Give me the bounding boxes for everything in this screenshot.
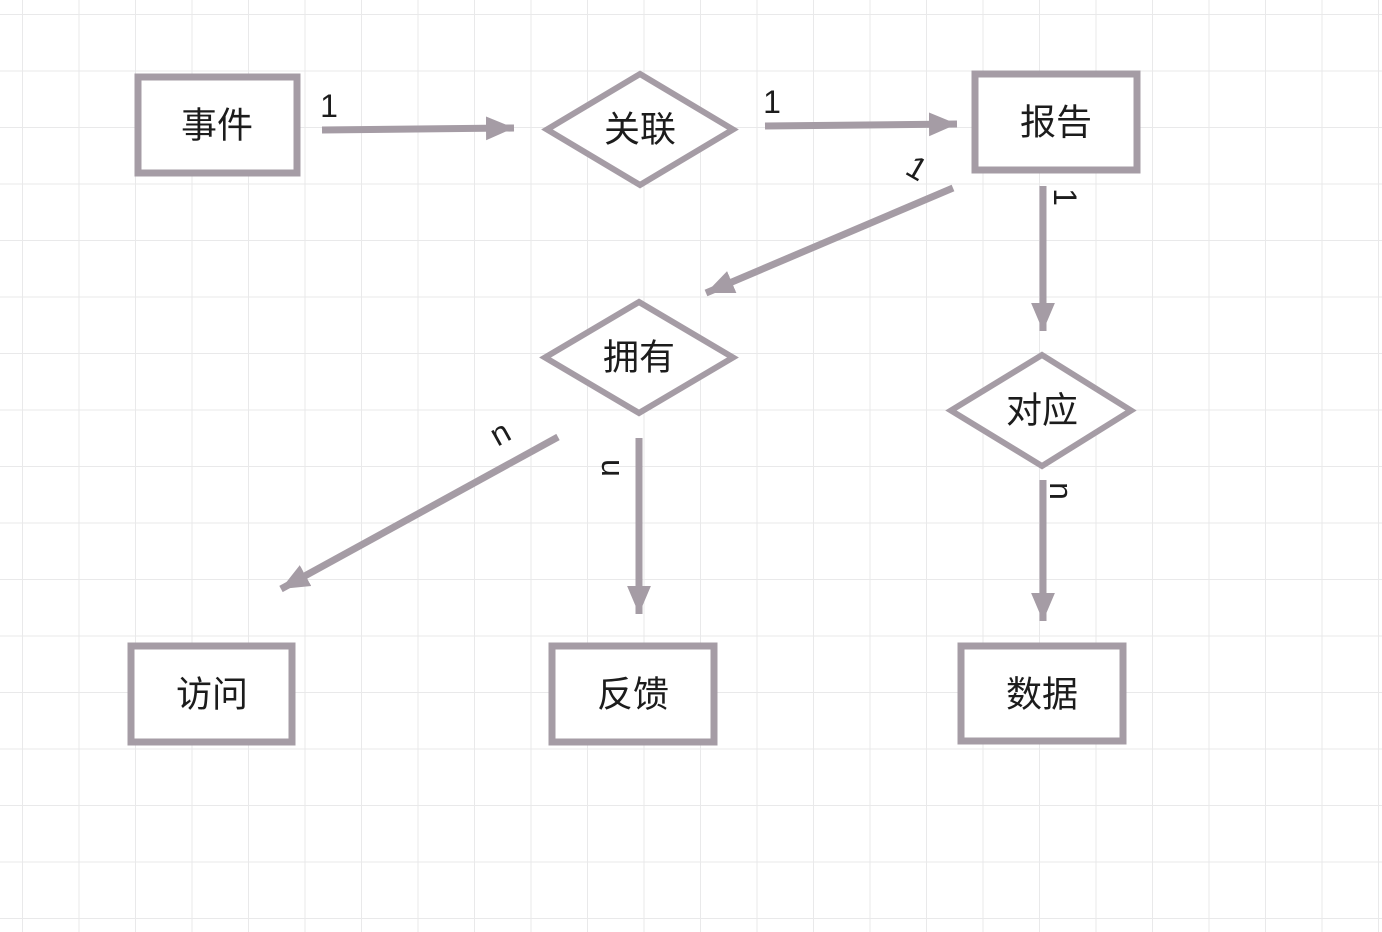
entity-data[interactable]	[957, 642, 1127, 745]
edge-event-associate[interactable]	[321, 116, 515, 141]
edge-associate-report[interactable]	[764, 112, 958, 137]
relationship-own-label: 拥有	[603, 337, 675, 378]
entity-access-label: 访问	[176, 674, 248, 715]
relationship-correspond-label: 对应	[1006, 390, 1078, 431]
cardinality-label: 1	[320, 88, 338, 124]
relationship-associate[interactable]	[541, 70, 739, 189]
relationship-own[interactable]	[539, 298, 739, 417]
relationship-associate-label: 关联	[604, 109, 676, 150]
entity-event[interactable]	[134, 73, 301, 177]
relationship-correspond[interactable]	[945, 351, 1137, 470]
cardinality-label: n	[1043, 482, 1079, 500]
edge-own-access[interactable]	[279, 433, 560, 593]
entity-feedback[interactable]	[548, 642, 718, 746]
entity-report-label: 报告	[1020, 102, 1092, 143]
cardinality-label: 1	[1047, 188, 1083, 206]
cardinality-label: n	[483, 413, 516, 453]
entity-report[interactable]	[971, 70, 1141, 174]
entity-access[interactable]	[127, 642, 296, 746]
entity-feedback-label: 反馈	[597, 674, 669, 715]
cardinality-label: n	[590, 459, 626, 477]
cardinality-label: 1	[900, 148, 933, 188]
entity-data-label: 数据	[1006, 674, 1078, 715]
edge-report-own[interactable]	[704, 184, 955, 297]
entity-event-label: 事件	[181, 105, 253, 146]
cardinality-label: 1	[763, 84, 781, 120]
